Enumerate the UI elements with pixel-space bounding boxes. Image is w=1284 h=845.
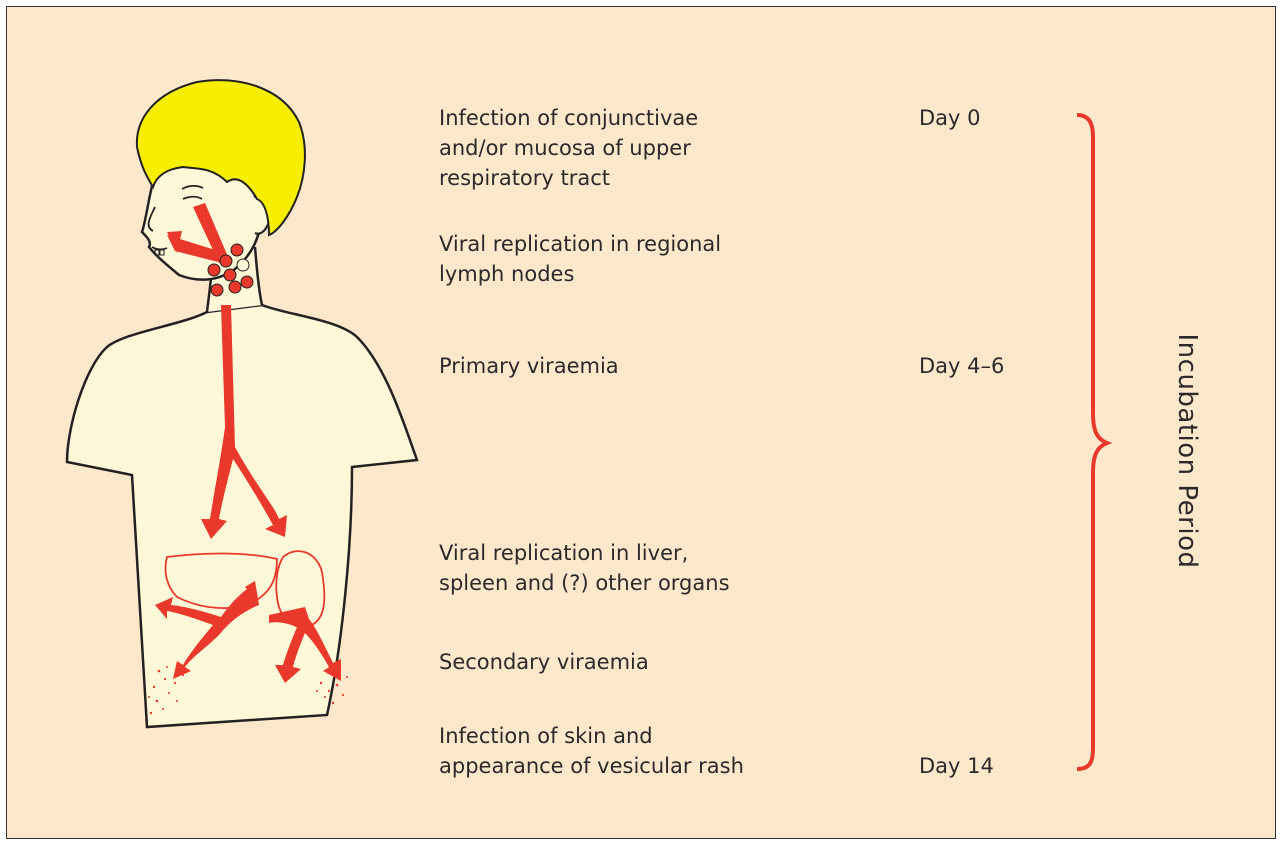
- day-0-label: Day 0: [919, 103, 981, 133]
- child-body-illustration: [7, 7, 427, 767]
- torso-outline: [67, 305, 417, 727]
- stage-infection-text: Infection of conjunctivae and/or mucosa …: [439, 103, 779, 193]
- day-14-label: Day 14: [919, 751, 994, 781]
- stage-organ-replication-text: Viral replication in liver, spleen and (…: [439, 538, 779, 598]
- stage-skin-rash-text: Infection of skin and appearance of vesi…: [439, 721, 779, 781]
- incubation-brace: [1067, 113, 1117, 773]
- day-4-6-label: Day 4–6: [919, 351, 1004, 381]
- diagram-panel: Infection of conjunctivae and/or mucosa …: [6, 6, 1276, 839]
- stage-lymph-replication-text: Viral replication in regional lymph node…: [439, 229, 779, 289]
- stage-secondary-viraemia-text: Secondary viraemia: [439, 647, 779, 677]
- stage-primary-viraemia-text: Primary viraemia: [439, 351, 779, 381]
- incubation-period-label: Incubation Period: [1172, 334, 1202, 569]
